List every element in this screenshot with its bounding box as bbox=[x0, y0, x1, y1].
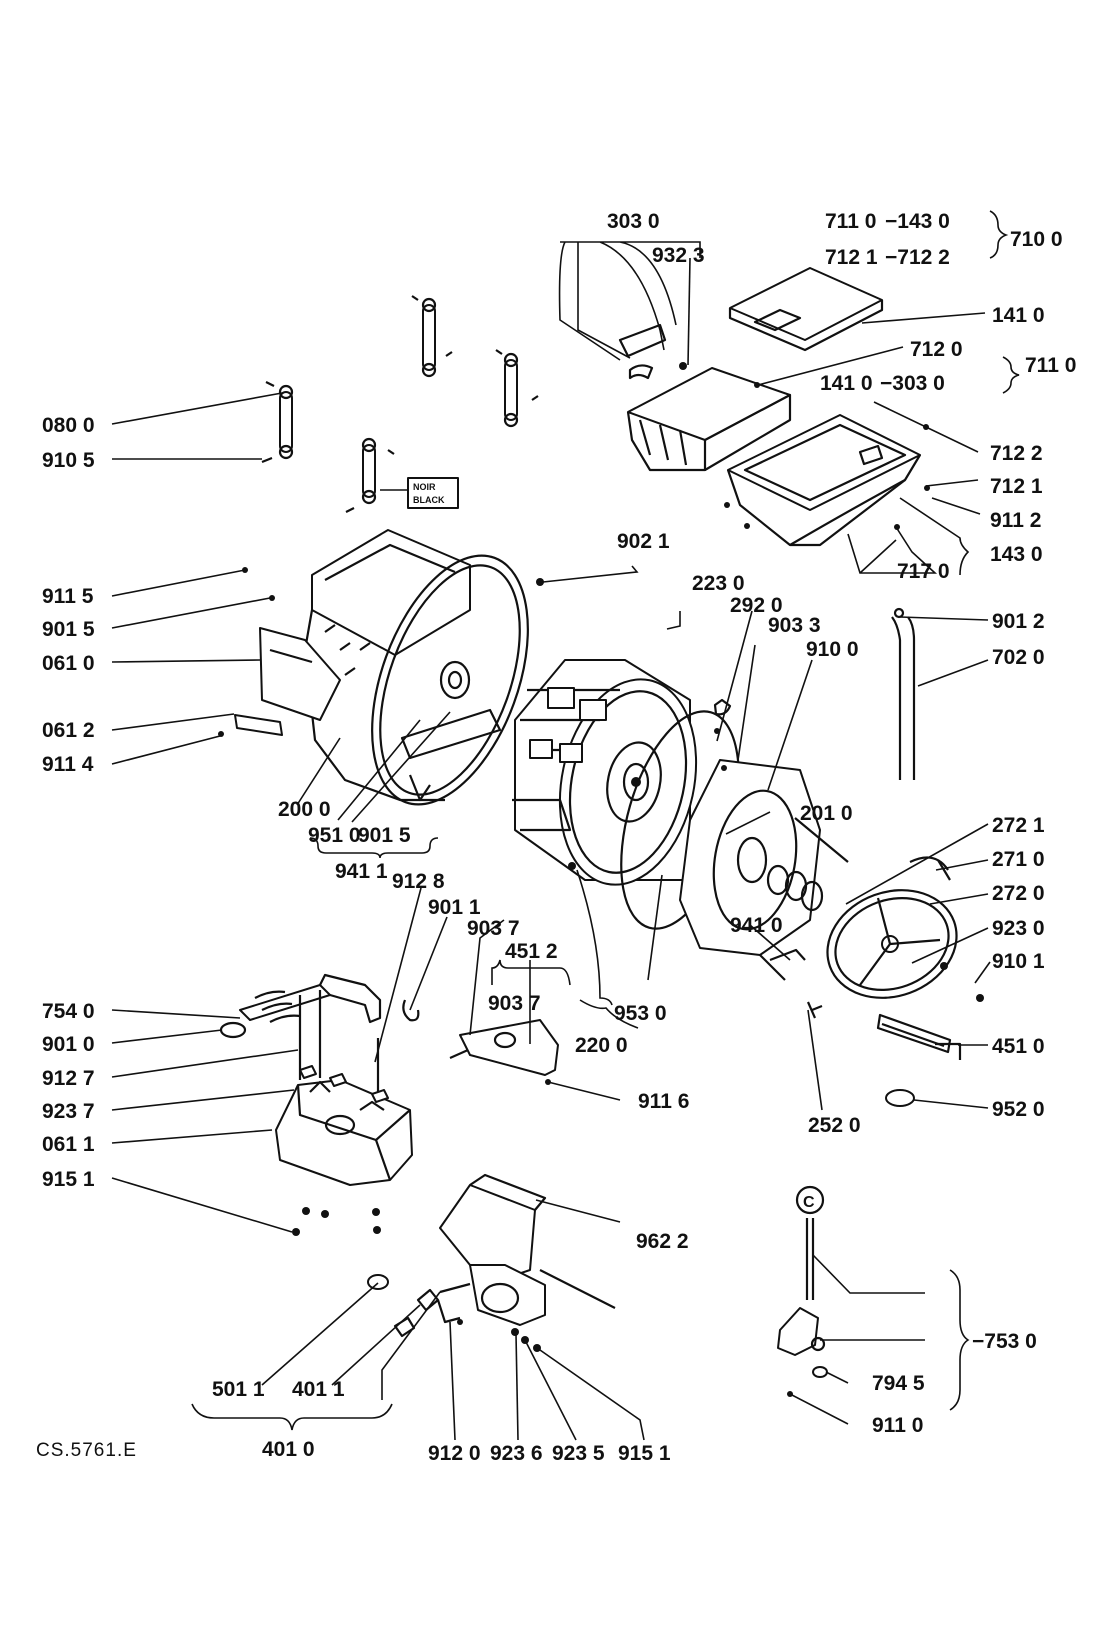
label-9323: 932 3 bbox=[652, 244, 705, 267]
label-0611: 061 1 bbox=[42, 1133, 95, 1156]
label-9021: 902 1 bbox=[617, 530, 670, 553]
label-1410: 141 0 bbox=[992, 304, 1045, 327]
label-9236: 923 6 bbox=[490, 1442, 543, 1465]
inner-drum bbox=[512, 659, 698, 886]
label-7122: −712 2 bbox=[885, 246, 950, 269]
label-c: C bbox=[803, 1194, 815, 1211]
label-9037-b: 903 7 bbox=[488, 992, 541, 1015]
label-9015-b: 901 5 bbox=[358, 824, 411, 847]
label-1410-b: 141 0 bbox=[820, 372, 873, 395]
label-9120: 912 0 bbox=[428, 1442, 481, 1465]
leader-lines bbox=[111, 210, 1020, 1441]
label-7540: 754 0 bbox=[42, 1000, 95, 1023]
label-2721: 272 1 bbox=[992, 814, 1045, 837]
label-2920: 292 0 bbox=[730, 594, 783, 617]
label-9230: 923 0 bbox=[992, 917, 1045, 940]
label-9151: 915 1 bbox=[42, 1168, 95, 1191]
label-7020: 702 0 bbox=[992, 646, 1045, 669]
label-9114: 911 4 bbox=[42, 753, 94, 776]
label-2230: 223 0 bbox=[692, 572, 745, 595]
label-7945: 794 5 bbox=[872, 1372, 925, 1395]
label-9151-b: 915 1 bbox=[618, 1442, 671, 1465]
label-7120: 712 0 bbox=[910, 338, 963, 361]
label-9622: 962 2 bbox=[636, 1230, 689, 1253]
label-9015: 901 5 bbox=[42, 618, 95, 641]
label-2720: 272 0 bbox=[992, 882, 1045, 905]
label-3030-b: −303 0 bbox=[880, 372, 945, 395]
label-4011: 401 1 bbox=[292, 1378, 345, 1401]
label-7121-b: 712 1 bbox=[990, 475, 1043, 498]
label-7110-group: 711 0 bbox=[1025, 354, 1076, 377]
label-7170: 717 0 bbox=[897, 560, 950, 583]
label-9105: 910 5 bbox=[42, 449, 95, 472]
label-1430: −143 0 bbox=[885, 210, 950, 233]
label-9115: 911 5 bbox=[42, 585, 94, 608]
label-9116: 911 6 bbox=[638, 1090, 689, 1113]
label-2520: 252 0 bbox=[808, 1114, 861, 1137]
suspension-dampers: NOIR BLACK bbox=[261, 295, 539, 513]
label-2010: 201 0 bbox=[800, 802, 853, 825]
label-9410: 941 0 bbox=[730, 914, 783, 937]
label-9235: 923 5 bbox=[552, 1442, 605, 1465]
color-tag-line1: NOIR bbox=[413, 482, 436, 492]
label-9101: 910 1 bbox=[992, 950, 1045, 973]
level-sensor bbox=[777, 1185, 828, 1397]
label-7100: 710 0 bbox=[1010, 228, 1063, 251]
label-1430-b: 143 0 bbox=[990, 543, 1043, 566]
label-7121: 712 1 bbox=[825, 246, 878, 269]
label-9127: 912 7 bbox=[42, 1067, 95, 1090]
label-2200: 220 0 bbox=[575, 1034, 628, 1057]
label-9011: 901 1 bbox=[428, 896, 481, 919]
label-4010: 401 0 bbox=[262, 1438, 315, 1461]
label-7530: −753 0 bbox=[972, 1330, 1037, 1353]
label-7122-b: 712 2 bbox=[990, 442, 1043, 465]
label-9037: 903 7 bbox=[467, 917, 520, 940]
label-4510: 451 0 bbox=[992, 1035, 1045, 1058]
label-9510: 951 0 bbox=[308, 824, 361, 847]
color-tag-line2: BLACK bbox=[413, 495, 445, 505]
color-tag bbox=[407, 477, 459, 509]
label-2710: 271 0 bbox=[992, 848, 1045, 871]
label-9411: 941 1 bbox=[335, 860, 388, 883]
label-9012: 901 2 bbox=[992, 610, 1045, 633]
label-9128: 912 8 bbox=[392, 870, 445, 893]
label-5011: 501 1 bbox=[212, 1378, 265, 1401]
label-7110: 711 0 bbox=[825, 210, 876, 233]
dispenser-assembly bbox=[618, 267, 930, 547]
pump-base bbox=[219, 973, 559, 1236]
label-2000: 200 0 bbox=[278, 798, 331, 821]
label-9010: 901 0 bbox=[42, 1033, 95, 1056]
label-9110: 911 0 bbox=[872, 1414, 923, 1437]
drive-and-heater bbox=[806, 607, 984, 1107]
label-4512: 451 2 bbox=[505, 940, 558, 963]
part-labels: 303 0 932 3 711 0 −143 0 712 1 −712 2 71… bbox=[36, 210, 1076, 1465]
label-0612: 061 2 bbox=[42, 719, 95, 742]
outer-tub-rear bbox=[218, 529, 544, 806]
drawing-reference: CS.5761.E bbox=[36, 1440, 137, 1461]
label-9237: 923 7 bbox=[42, 1100, 95, 1123]
label-3030: 303 0 bbox=[607, 210, 660, 233]
label-9112: 911 2 bbox=[990, 509, 1041, 532]
label-9530: 953 0 bbox=[614, 1002, 667, 1025]
label-9100: 910 0 bbox=[806, 638, 859, 661]
label-9520: 952 0 bbox=[992, 1098, 1045, 1121]
drain-pump bbox=[367, 1173, 616, 1352]
label-0800: 080 0 bbox=[42, 414, 95, 437]
label-9033: 903 3 bbox=[768, 614, 821, 637]
outer-tub-front bbox=[620, 698, 849, 981]
label-0610: 061 0 bbox=[42, 652, 95, 675]
